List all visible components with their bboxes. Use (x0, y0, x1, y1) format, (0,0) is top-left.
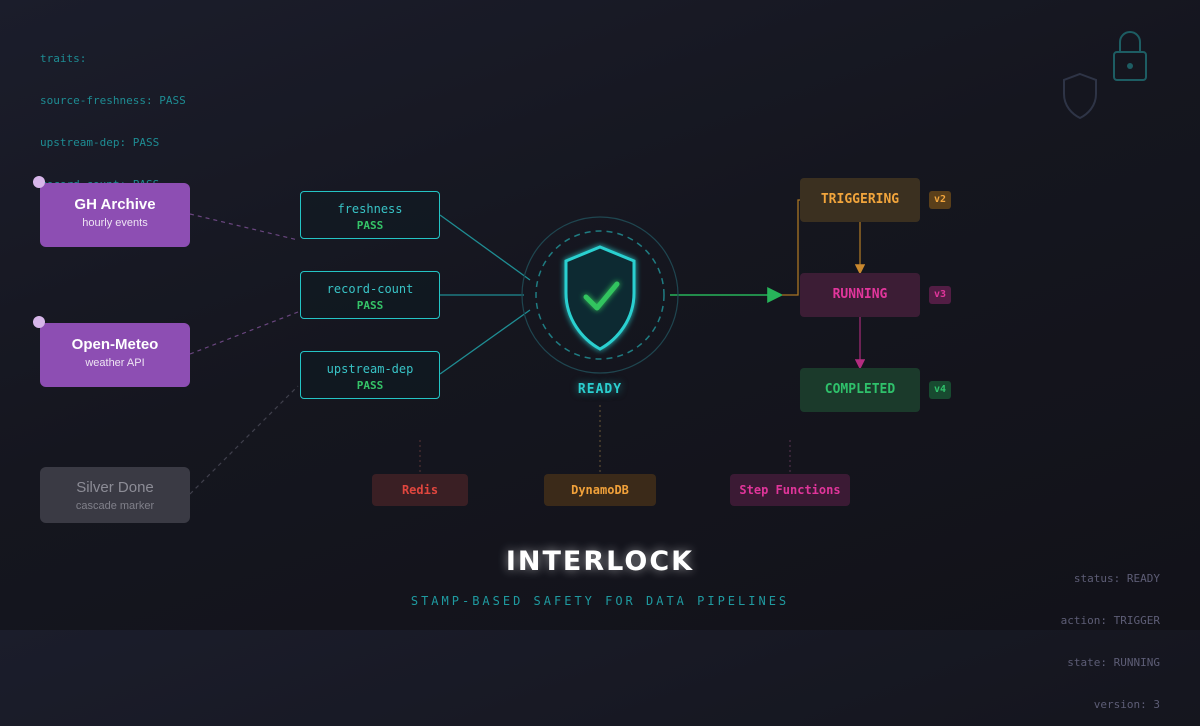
status-line: version: 3 (1093, 698, 1160, 711)
check-status: PASS (356, 299, 384, 312)
traits-code-block: traits: source-freshness: PASS upstream-… (40, 24, 186, 206)
check-status: PASS (356, 219, 384, 232)
source-silver-done[interactable]: Silver Done cascade marker (40, 467, 190, 523)
infra-step-functions[interactable]: Step Functions (730, 474, 850, 506)
check-name: record-count (326, 282, 414, 296)
brand-title: INTERLOCK (505, 546, 695, 577)
source-open-meteo[interactable]: Open-Meteo weather API (33, 316, 190, 387)
check-record-count[interactable]: record-count PASS (300, 271, 440, 319)
source-link-meteo (189, 311, 299, 355)
state-triggering[interactable]: TRIGGERING (800, 178, 920, 222)
status-line: action: TRIGGER (1060, 614, 1160, 627)
status-line: status: READY (1073, 572, 1160, 585)
version-badge: v3 (929, 286, 951, 304)
check-link-1 (439, 214, 531, 281)
shield-check-icon[interactable] (520, 215, 680, 375)
status-line: state: RUNNING (1067, 656, 1160, 669)
check-freshness[interactable]: freshness PASS (300, 191, 440, 239)
source-subtitle: weather API (85, 357, 145, 369)
check-link-3 (439, 309, 531, 375)
source-gh-archive[interactable]: GH Archive hourly events (33, 176, 190, 247)
source-title: Open-Meteo (71, 336, 159, 353)
traits-line: upstream-dep: PASS (40, 136, 160, 149)
connector-lines (189, 199, 866, 495)
state-running[interactable]: RUNNING (800, 273, 920, 317)
source-status-dot (33, 316, 45, 328)
infra-dynamodb[interactable]: DynamoDB (544, 474, 656, 506)
state-completed[interactable]: COMPLETED (800, 368, 920, 412)
traits-header: traits: (40, 52, 87, 65)
source-link-silver (189, 385, 299, 495)
traits-line: source-freshness: PASS (40, 94, 186, 107)
gate-status-label: READY (577, 382, 623, 397)
source-title: Silver Done (76, 479, 154, 496)
check-name: freshness (337, 202, 403, 216)
source-link-gh (189, 213, 299, 241)
shield-outline-icon (1063, 72, 1097, 120)
lock-icon (1113, 31, 1147, 81)
source-subtitle: cascade marker (75, 500, 155, 512)
brand-tagline: STAMP-BASED SAFETY FOR DATA PIPELINES (410, 594, 790, 608)
status-code-block: status: READY action: TRIGGER state: RUN… (1061, 544, 1160, 726)
source-subtitle: hourly events (82, 217, 148, 229)
source-status-dot (33, 176, 45, 188)
version-badge: v2 (929, 191, 951, 209)
version-badge: v4 (929, 381, 951, 399)
source-title: GH Archive (74, 196, 156, 213)
check-name: upstream-dep (326, 362, 414, 376)
check-status: PASS (356, 379, 384, 392)
infra-redis[interactable]: Redis (372, 474, 468, 506)
check-upstream-dep[interactable]: upstream-dep PASS (300, 351, 440, 399)
